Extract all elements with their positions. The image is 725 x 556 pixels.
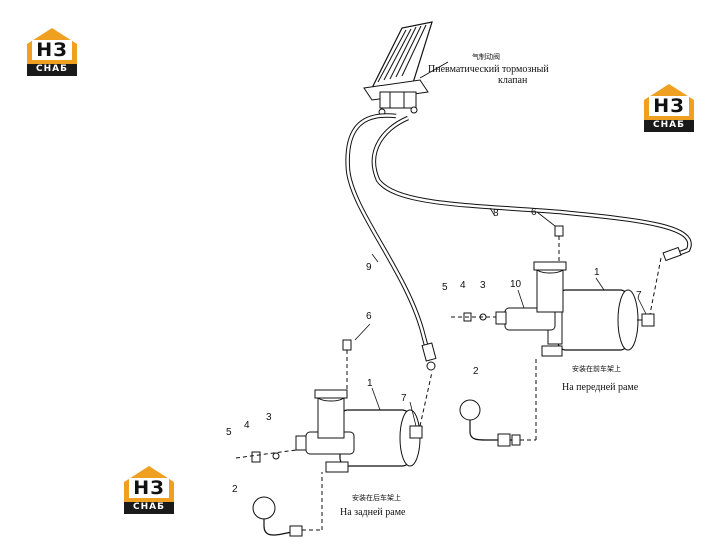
valve-label-ru-line1: Пневматический тормозный [428, 64, 549, 75]
front-booster [451, 225, 662, 447]
leader-lines [354, 207, 647, 427]
callout-number: 5 [226, 427, 232, 438]
brake-valve-pedal [363, 21, 449, 116]
logo-bottom-left-text: НЗ СНАБ [121, 464, 177, 514]
logo-letters: НЗ [133, 477, 165, 499]
valve-label-cn: 气制动阀 [472, 53, 500, 61]
callout-number: 2 [232, 484, 238, 495]
logo-top-right-text: НЗ СНАБ [641, 82, 697, 132]
callout-number: 8 [493, 208, 499, 219]
logo-top-left [27, 28, 77, 76]
callout-number: 6 [531, 207, 537, 218]
callout-number: 10 [510, 279, 522, 290]
callout-number: 2 [473, 366, 479, 377]
callout-number: 1 [594, 267, 600, 278]
logo-top-right [644, 84, 694, 132]
callout-number: 6 [366, 311, 372, 322]
callout-number: 9 [366, 262, 372, 273]
callout-number: 3 [266, 412, 272, 423]
callout-number: 4 [460, 280, 466, 291]
logo-subtext: СНАБ [653, 120, 685, 130]
logo-letters: НЗ [36, 39, 68, 61]
rear-booster [235, 339, 433, 537]
callout-number: 7 [401, 393, 407, 404]
rear-label-cn: 安装在后车架上 [352, 494, 401, 502]
rear-label-ru: На задней раме [340, 507, 406, 518]
logo-top-left-text: НЗ СНАБ [24, 26, 80, 76]
callout-number: 7 [636, 290, 642, 301]
callout-number: 1 [367, 378, 373, 389]
logo-subtext: СНАБ [36, 64, 68, 74]
callout-number: 3 [480, 280, 486, 291]
callout-number: 5 [442, 282, 448, 293]
logo-bottom-left [124, 466, 174, 514]
valve-label-ru-line2: клапан [498, 75, 528, 86]
front-label-cn: 安装在前车架上 [572, 365, 621, 373]
hose-9 [345, 113, 437, 371]
hose-8 [371, 115, 692, 262]
logo-subtext: СНАБ [133, 502, 165, 512]
front-label-ru: На передней раме [562, 382, 639, 393]
logo-letters: НЗ [653, 95, 685, 117]
callout-number: 4 [244, 420, 250, 431]
